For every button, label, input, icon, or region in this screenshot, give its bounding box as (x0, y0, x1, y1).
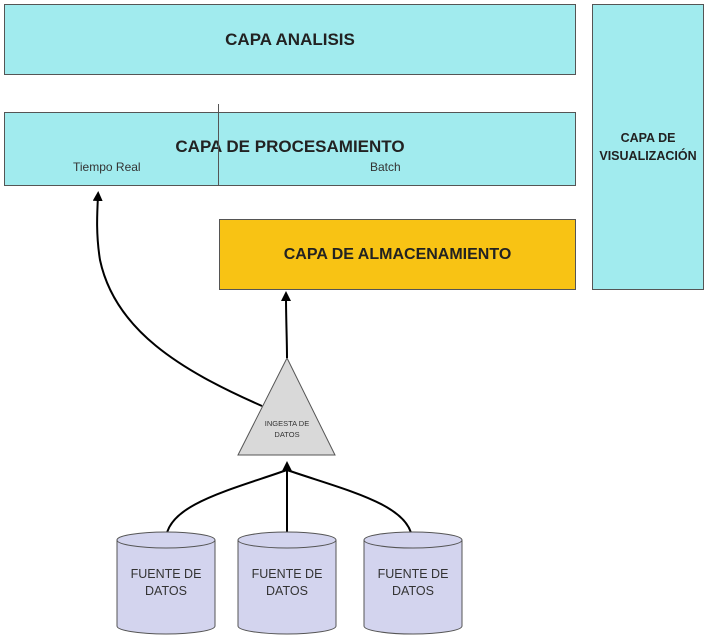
visualization-layer-title: CAPA DE VISUALIZACIÓN (599, 131, 697, 163)
data-source-label-3: FUENTE DE DATOS (363, 566, 463, 600)
data-source-cylinder-2 (237, 531, 337, 635)
data-source-1-line1: FUENTE DE (130, 567, 202, 581)
data-source-3-line2: DATOS (392, 584, 434, 598)
processing-layer-box: CAPA DE PROCESAMIENTO (4, 112, 576, 186)
analysis-layer-title: CAPA ANALISIS (225, 29, 355, 49)
data-source-1-line2: DATOS (145, 584, 187, 598)
realtime-label: Tiempo Real (73, 160, 141, 174)
ingest-label-line2: DATOS (274, 430, 300, 439)
ingest-label: INGESTA DE DATOS (250, 418, 324, 440)
data-source-2-line1: FUENTE DE (251, 567, 323, 581)
ingest-to-realtime-arrow (92, 191, 263, 407)
data-source-label-2: FUENTE DE DATOS (237, 566, 337, 600)
storage-layer-box: CAPA DE ALMACENAMIENTO (219, 219, 576, 290)
data-source-cylinder-1 (116, 531, 216, 635)
data-source-3-line1: FUENTE DE (377, 567, 449, 581)
processing-layer-title: CAPA DE PROCESAMIENTO (175, 137, 405, 156)
data-source-label-1: FUENTE DE DATOS (116, 566, 216, 600)
analysis-layer-box: CAPA ANALISIS (4, 4, 576, 75)
storage-layer-title: CAPA DE ALMACENAMIENTO (283, 245, 512, 263)
processing-divider (218, 104, 219, 186)
data-source-cylinder-3 (363, 531, 463, 635)
source-3-connector (286, 469, 413, 541)
batch-label: Batch (370, 160, 401, 174)
data-source-2-line2: DATOS (266, 584, 308, 598)
ingest-triangle (237, 356, 336, 456)
ingest-to-storage-arrow (281, 291, 292, 359)
ingest-label-line1: INGESTA DE (264, 419, 310, 428)
source-1-connector (165, 469, 288, 541)
visualization-layer-box: CAPA DE VISUALIZACIÓN (592, 4, 704, 290)
